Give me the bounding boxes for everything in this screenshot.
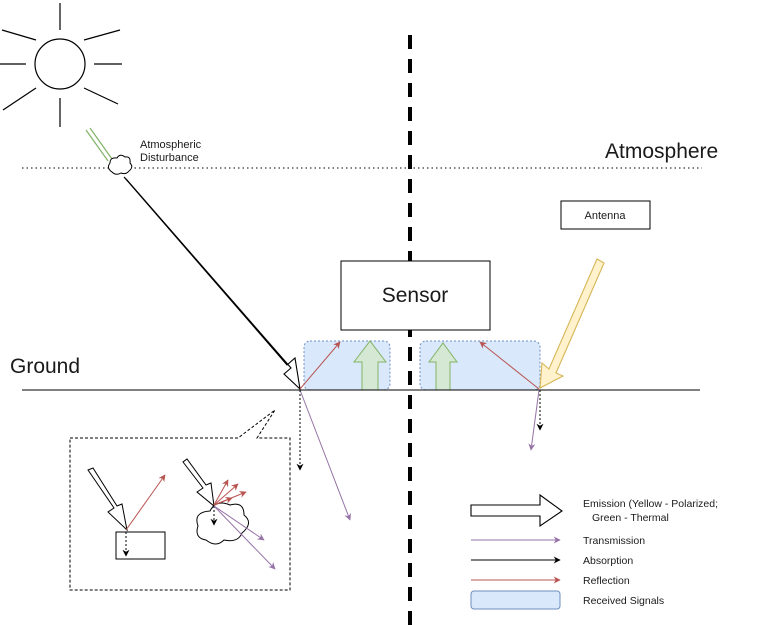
callout-cloud-icon xyxy=(196,502,249,545)
callout-reflection-arrow-1 xyxy=(125,474,166,531)
antenna-label: Antenna xyxy=(585,210,627,222)
polarized-emission-arrow xyxy=(539,258,605,389)
legend-reflection-label: Reflection xyxy=(583,575,630,587)
thermal-beam xyxy=(85,127,113,162)
transmission-arrow-left xyxy=(299,389,352,521)
legend-emission-arrow xyxy=(470,493,563,528)
disturbance-label-line1: Atmospheric xyxy=(140,139,202,151)
atmosphere-label: Atmosphere xyxy=(605,140,718,163)
thermal-up-arrow-right xyxy=(428,342,458,391)
legend: Emission (Yellow - Polarized; Green - Th… xyxy=(470,493,718,610)
callout-reflection-b xyxy=(213,483,239,506)
legend-emission-label-line2: Green - Thermal xyxy=(592,512,669,524)
callout-surface-box xyxy=(115,531,166,560)
sun-icon xyxy=(0,3,122,127)
reflection-arrow-right xyxy=(479,341,540,390)
legend-absorption-label: Absorption xyxy=(583,555,633,567)
legend-received-label: Received Signals xyxy=(583,595,664,607)
legend-transmission-label: Transmission xyxy=(583,535,645,547)
reflection-arrow-left xyxy=(299,341,341,390)
callout-emission-arrow-1 xyxy=(87,467,128,532)
sensor-box xyxy=(340,260,491,331)
callout-emission-arrow-2 xyxy=(182,458,215,508)
transmission-arrow-right xyxy=(528,389,540,451)
cloud-icon xyxy=(107,154,133,175)
emission-arrow-main xyxy=(123,176,301,391)
legend-received-swatch xyxy=(470,590,561,610)
thermal-up-arrow-left xyxy=(352,340,388,391)
callout-box xyxy=(69,409,291,591)
sensor-label: Sensor xyxy=(382,284,449,307)
callout-reflection-d xyxy=(213,497,233,506)
antenna-box xyxy=(560,200,651,230)
callout-reflection-a xyxy=(213,479,229,506)
callout-transmission-a xyxy=(213,505,276,570)
legend-emission-label-line1: Emission (Yellow - Polarized; xyxy=(583,498,718,510)
ground-label: Ground xyxy=(10,355,80,378)
disturbance-label-line2: Disturbance xyxy=(140,152,199,164)
callout-transmission-b xyxy=(213,505,265,541)
